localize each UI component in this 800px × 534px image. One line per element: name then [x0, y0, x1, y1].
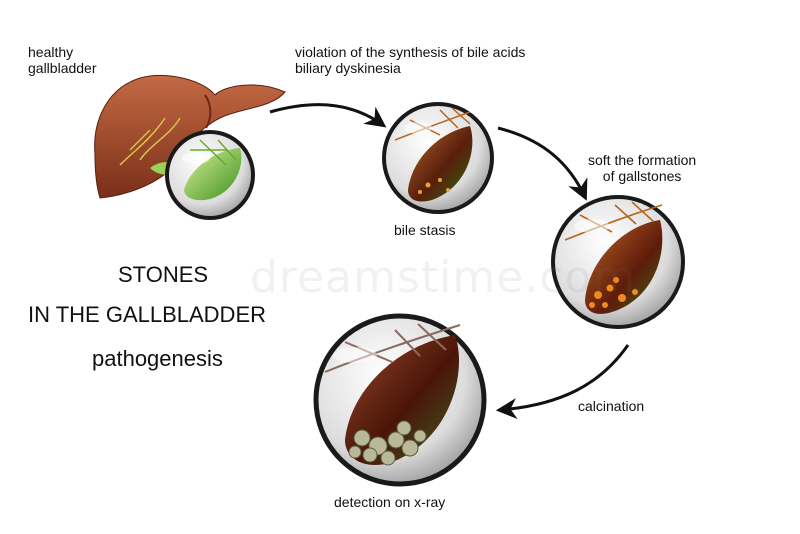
label-healthy-line1: healthy	[28, 44, 74, 60]
arrow-to-xray-detection	[495, 344, 630, 420]
label-xray-detection: detection on x-ray	[334, 494, 446, 510]
arrow-to-bile-stasis	[269, 103, 387, 128]
label-violation-line1: violation of the synthesis of bile acids	[295, 44, 526, 60]
gallstone-formation-lens	[551, 195, 685, 329]
label-violation-line2: biliary dyskinesia	[295, 60, 401, 76]
label-calcination: calcination	[578, 398, 645, 414]
label-bile-stasis: bile stasis	[394, 222, 456, 238]
label-healthy-gallbladder: healthy gallbladder	[28, 44, 97, 76]
title-line3: pathogenesis	[92, 346, 223, 371]
title-line2: IN THE GALLBLADDER	[28, 302, 267, 327]
label-soft-line2: of gallstones	[602, 168, 682, 184]
label-gallstone-formation: soft the formation of gallstones	[588, 152, 696, 184]
flow-arrows	[269, 103, 630, 420]
label-soft-line1: soft the formation	[588, 152, 697, 168]
title-line1: STONES	[118, 262, 209, 287]
watermark-text: dreamstime.com	[250, 252, 637, 303]
bile-stasis-lens	[382, 102, 494, 214]
label-healthy-line2: gallbladder	[28, 60, 97, 76]
label-violation: violation of the synthesis of bile acids…	[295, 44, 525, 76]
xray-detection-lens	[313, 313, 487, 487]
healthy-gallbladder-lens	[165, 130, 255, 220]
arrow-to-gallstone-formation	[497, 126, 588, 201]
